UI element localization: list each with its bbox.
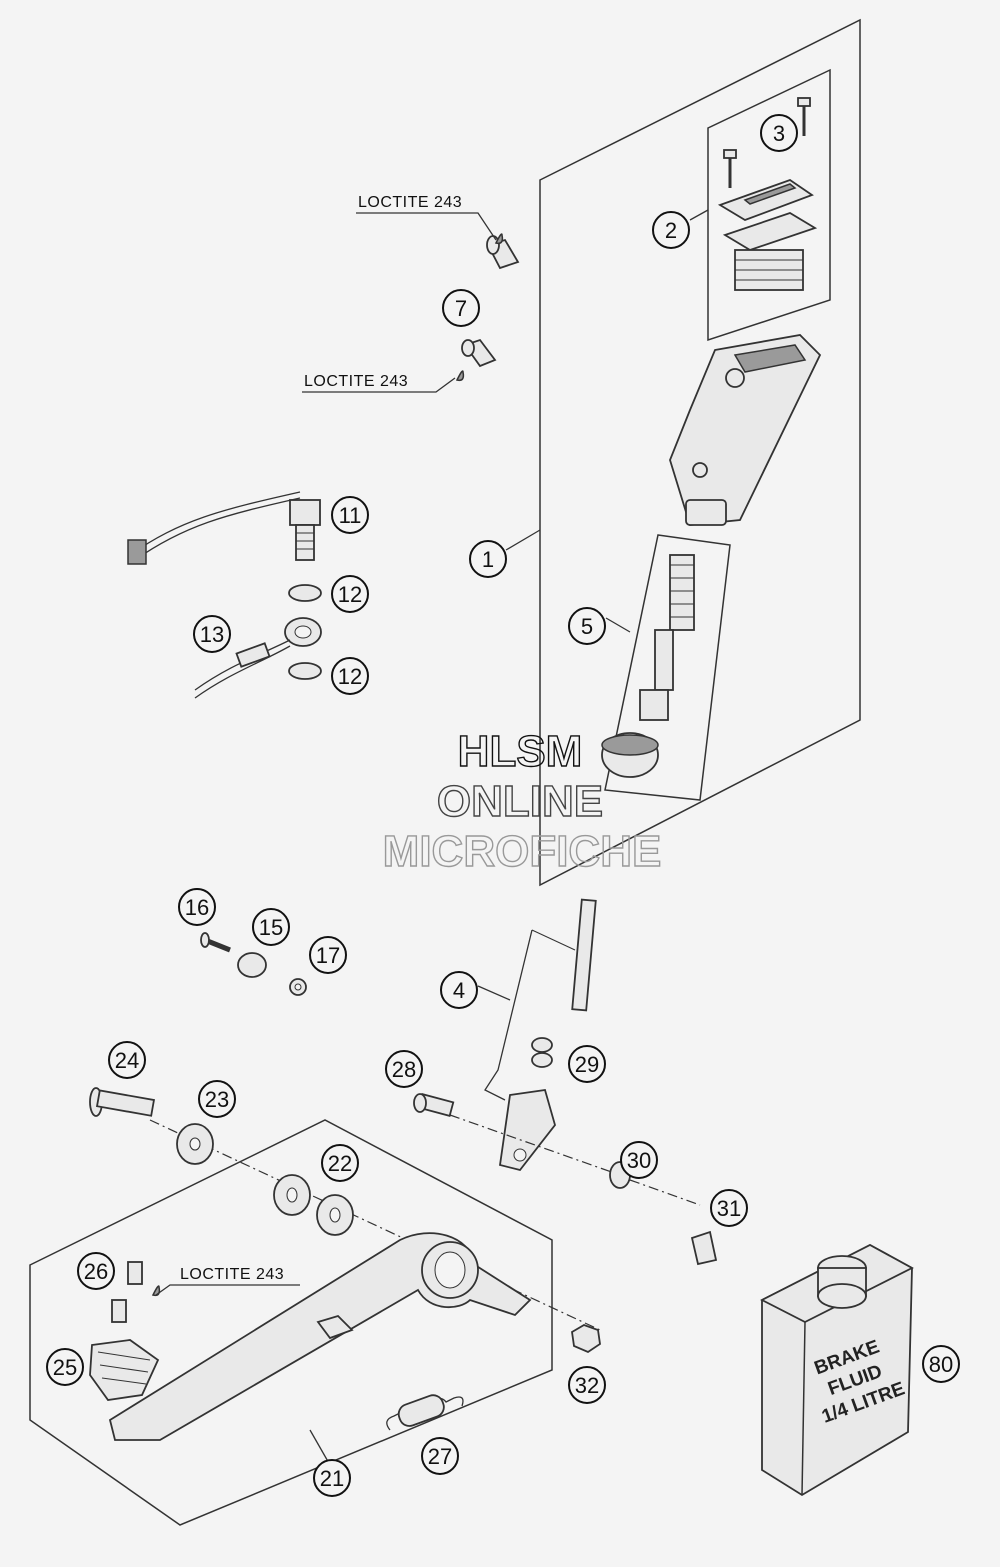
- brake-light-switch: [127, 491, 321, 565]
- loctite-label: LOCTITE 243: [358, 194, 462, 211]
- svg-text:4: 4: [453, 978, 465, 1003]
- callout-1: 1: [469, 540, 507, 578]
- watermark: HLSM ONLINE MICROFICHE: [382, 726, 662, 876]
- svg-text:16: 16: [185, 895, 209, 920]
- callout-29: 29: [568, 1045, 606, 1083]
- svg-text:15: 15: [259, 915, 283, 940]
- svg-text:21: 21: [320, 1466, 344, 1491]
- svg-text:26: 26: [84, 1259, 108, 1284]
- callout-16: 16: [178, 888, 216, 926]
- svg-text:30: 30: [627, 1148, 651, 1173]
- pin-washer-cotter: [413, 1092, 718, 1266]
- callout-21: 21: [313, 1459, 351, 1497]
- callout-27: 27: [421, 1437, 459, 1475]
- pedal-bolt-bushing: [89, 1087, 601, 1331]
- brake-pedal: [108, 1232, 532, 1441]
- loctite-label: LOCTITE 243: [180, 1266, 284, 1283]
- svg-text:32: 32: [575, 1373, 599, 1398]
- svg-text:1: 1: [482, 547, 494, 572]
- svg-text:2: 2: [665, 218, 677, 243]
- svg-text:22: 22: [328, 1151, 352, 1176]
- svg-text:12: 12: [338, 664, 362, 689]
- callout-32: 32: [568, 1366, 606, 1404]
- callout-15: 15: [252, 908, 290, 946]
- svg-text:80: 80: [929, 1352, 953, 1377]
- callout-12: 12: [331, 575, 369, 613]
- brake-fluid-can: BRAKE FLUID 1/4 LITRE: [760, 1243, 914, 1497]
- return-spring: [386, 1394, 464, 1431]
- callout-3: 3: [760, 114, 798, 152]
- callout-23: 23: [198, 1080, 236, 1118]
- cover-screws: [723, 97, 811, 188]
- watermark-line1: HLSM: [458, 727, 583, 776]
- callout-30: 30: [620, 1141, 658, 1179]
- callout-80: 80: [922, 1345, 960, 1383]
- callout-26: 26: [77, 1252, 115, 1290]
- callout-28: 28: [385, 1050, 423, 1088]
- pivot-small-parts: [200, 932, 307, 996]
- master-cylinder-box: [539, 18, 861, 887]
- svg-text:28: 28: [392, 1057, 416, 1082]
- svg-text:7: 7: [455, 296, 467, 321]
- callout-4: 4: [440, 971, 478, 1009]
- loctite-labels: LOCTITE 243 LOCTITE 243 LOCTITE 243: [155, 194, 497, 1296]
- callout-leaders: [309, 209, 709, 1466]
- pedal-tip: [89, 1261, 161, 1401]
- svg-text:24: 24: [115, 1048, 139, 1073]
- loctite-label: LOCTITE 243: [304, 373, 408, 390]
- pedal-bushings: [273, 1174, 354, 1236]
- callout-31: 31: [710, 1189, 748, 1227]
- callout-17: 17: [309, 936, 347, 974]
- pedal-nut: [571, 1324, 601, 1354]
- svg-text:11: 11: [339, 503, 362, 528]
- pedal-box: [29, 1119, 553, 1526]
- svg-text:31: 31: [717, 1196, 741, 1221]
- callout-12: 12: [331, 657, 369, 695]
- svg-text:23: 23: [205, 1087, 229, 1112]
- callout-7: 7: [442, 289, 480, 327]
- svg-text:25: 25: [53, 1355, 77, 1380]
- banjo-bolts: [455, 233, 520, 382]
- svg-text:17: 17: [316, 943, 340, 968]
- callout-5: 5: [568, 607, 606, 645]
- reservoir-cover: [717, 178, 818, 291]
- svg-text:27: 27: [428, 1444, 452, 1469]
- washers-and-brake-line: [194, 584, 322, 699]
- callout-2: 2: [652, 211, 690, 249]
- callout-13: 13: [193, 615, 231, 653]
- svg-text:29: 29: [575, 1052, 599, 1077]
- watermark-line2: ONLINE: [437, 777, 603, 826]
- callout-24: 24: [108, 1041, 146, 1079]
- svg-text:12: 12: [338, 582, 362, 607]
- watermark-line3: MICROFICHE: [383, 827, 662, 876]
- callout-25: 25: [46, 1348, 84, 1386]
- svg-text:3: 3: [773, 121, 785, 146]
- svg-text:5: 5: [581, 614, 593, 639]
- master-cylinder-body: [669, 334, 822, 526]
- push-rod: [484, 898, 597, 1172]
- svg-text:13: 13: [200, 622, 224, 647]
- callouts: 1 2 3 4 5 7 11 12 12 13 15 16 17 21 22 2…: [46, 114, 960, 1497]
- callout-11: 11: [331, 496, 369, 534]
- callout-22: 22: [321, 1144, 359, 1182]
- piston-kit: [601, 534, 731, 801]
